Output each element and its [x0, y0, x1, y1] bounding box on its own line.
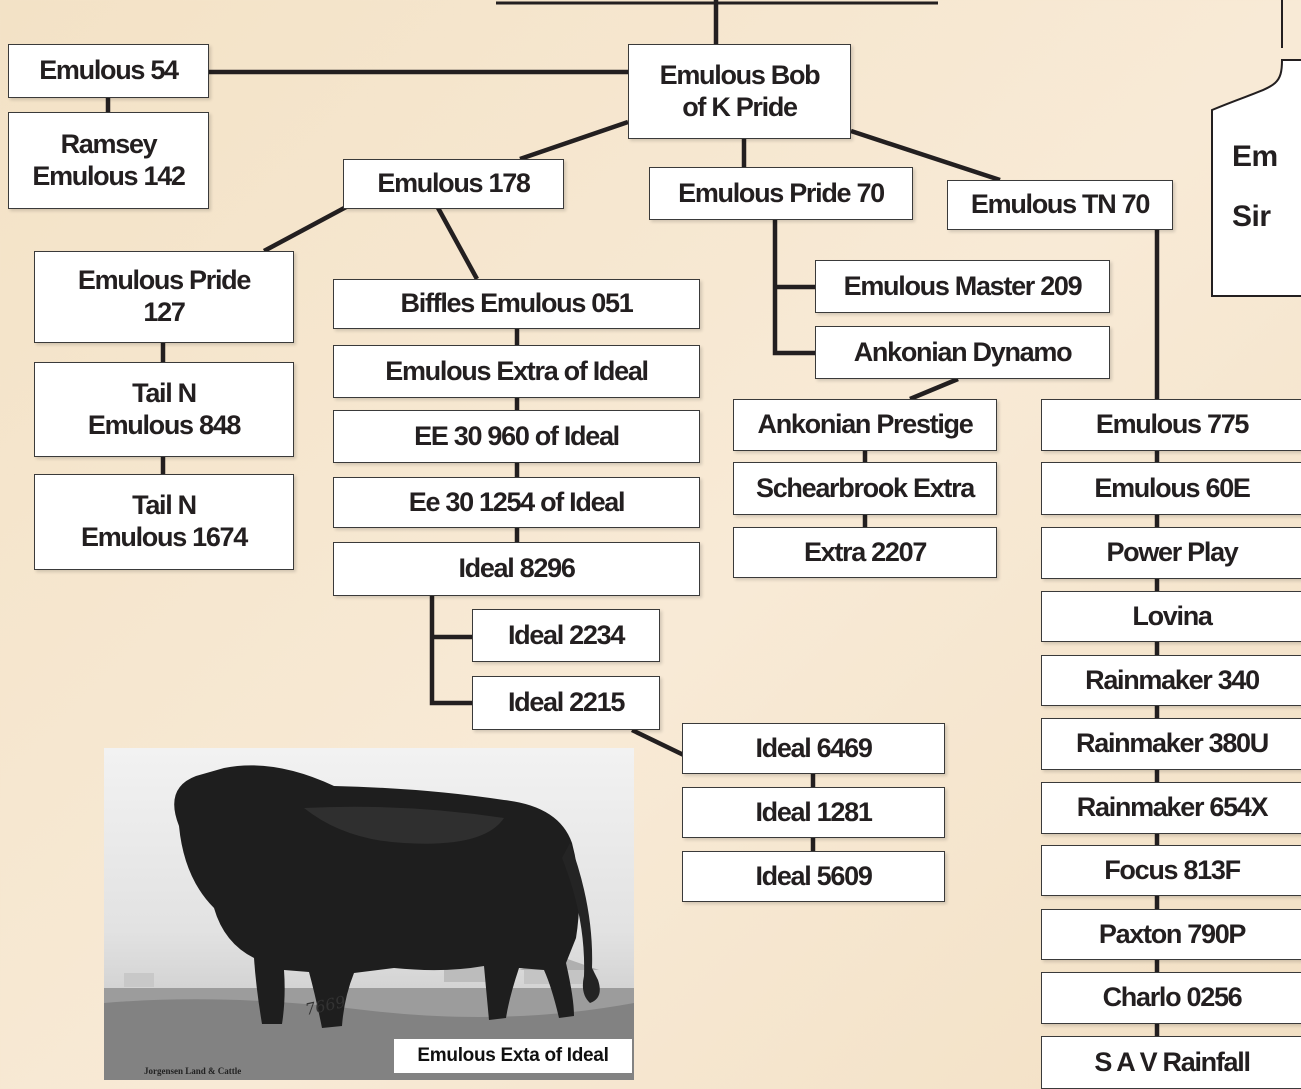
node-emulous-tn-70: Emulous TN 70: [947, 180, 1173, 230]
node-line: Tail N: [132, 490, 197, 521]
node-ideal-8296: Ideal 8296: [333, 542, 700, 596]
node-line: Emulous Pride: [77, 265, 251, 296]
node-power-play: Power Play: [1041, 527, 1301, 579]
node-line: of K Pride: [682, 91, 798, 122]
photo-caption: Emulous Exta of Ideal: [394, 1039, 632, 1073]
node-ideal-1281: Ideal 1281: [682, 787, 945, 838]
node-ideal-5609: Ideal 5609: [682, 851, 945, 902]
node-charlo-0256: Charlo 0256: [1041, 972, 1301, 1024]
node-extra-2207: Extra 2207: [733, 527, 997, 578]
node-focus-813f: Focus 813F: [1041, 845, 1301, 896]
node-line: Emulous 848: [87, 409, 242, 440]
node-rainmaker-380u: Rainmaker 380U: [1041, 718, 1301, 770]
node-emulous-pride-70: Emulous Pride 70: [649, 167, 913, 220]
callout-text-line2: Sir: [1232, 200, 1271, 233]
node-ee-30-960-of-ideal: EE 30 960 of Ideal: [333, 410, 700, 463]
bull-photo: 7669 Emulous Exta of Ideal Jorgensen Lan…: [104, 748, 634, 1080]
node-ideal-6469: Ideal 6469: [682, 723, 945, 774]
node-rainmaker-654x: Rainmaker 654X: [1041, 782, 1301, 834]
node-line: Emulous 142: [32, 160, 186, 191]
node-paxton-790p: Paxton 790P: [1041, 909, 1301, 960]
photo-credit: Jorgensen Land & Cattle: [144, 1066, 242, 1076]
node-ideal-2215: Ideal 2215: [472, 676, 660, 730]
node-emulous-775: Emulous 775: [1041, 399, 1301, 451]
node-lovina: Lovina: [1041, 591, 1301, 642]
node-emulous-60e: Emulous 60E: [1041, 462, 1301, 515]
node-emulous-master-209: Emulous Master 209: [815, 260, 1110, 313]
node-biffles-emulous-051: Biffles Emulous 051: [333, 279, 700, 329]
node-emulous-extra-of-ideal: Emulous Extra of Ideal: [333, 345, 700, 398]
callout-text-line1: Em: [1232, 140, 1278, 173]
node-emulous-178: Emulous 178: [343, 159, 564, 209]
node-ankonian-prestige: Ankonian Prestige: [733, 399, 997, 451]
bull-illustration: [104, 748, 634, 1080]
node-ideal-2234: Ideal 2234: [472, 609, 660, 662]
node-line: Ramsey: [60, 128, 158, 159]
node-s-a-v-rainfall: S A V Rainfall: [1041, 1036, 1301, 1089]
node-ee-30-1254-of-ideal: Ee 30 1254 of Ideal: [333, 477, 700, 528]
node-line: 127: [143, 297, 185, 327]
node-ankonian-dynamo: Ankonian Dynamo: [815, 326, 1110, 379]
node-line: Emulous 1674: [81, 522, 248, 552]
node-rainmaker-340: Rainmaker 340: [1041, 655, 1301, 706]
node-emulous-54: Emulous 54: [8, 44, 209, 98]
node-schearbrook-extra: Schearbrook Extra: [733, 462, 997, 515]
node-line: Tail N: [132, 377, 197, 408]
node-line: Emulous Bob: [659, 59, 821, 90]
